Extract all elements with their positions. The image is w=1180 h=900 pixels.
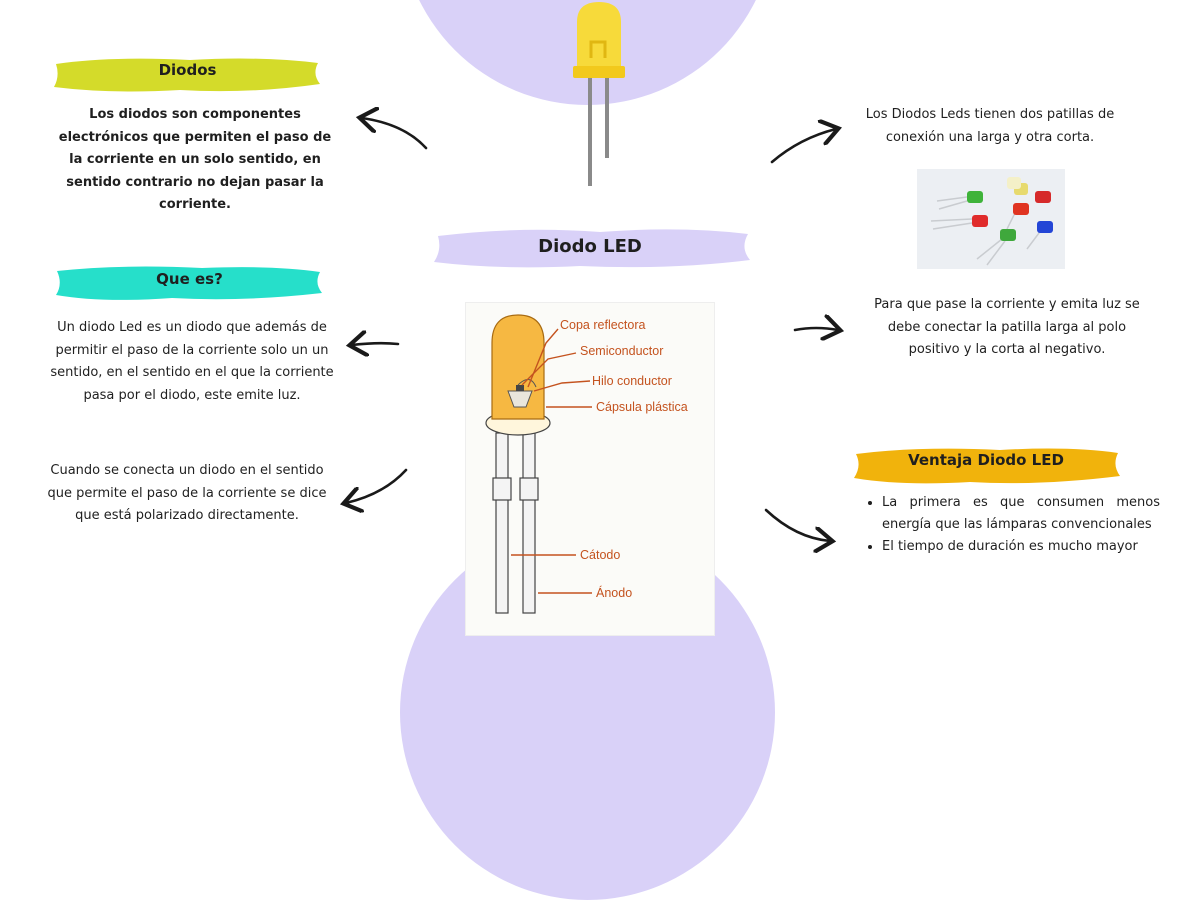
que-es-title: Que es?: [156, 270, 223, 288]
diodos-brush: [54, 58, 320, 92]
anode-leg: [522, 432, 536, 614]
label-catodo: Cátodo: [580, 548, 620, 562]
diodos-title: Diodos: [158, 61, 217, 79]
ventaja-title: Ventaja Diodo LED: [908, 451, 1064, 469]
ventaja-item: La primera es que consumen menos energía…: [882, 492, 1160, 536]
label-hilo: Hilo conductor: [592, 374, 672, 388]
patillas-text: Los Diodos Leds tienen dos patillas de c…: [865, 107, 1115, 145]
ventaja-item: El tiempo de duración es mucho mayor: [882, 536, 1160, 558]
que-es-brush: [56, 266, 322, 300]
label-copa: Copa reflectora: [560, 318, 646, 332]
label-anodo: Ánodo: [596, 585, 632, 600]
leds-photo: [917, 169, 1065, 269]
polarizado-text: Cuando se conecta un diodo en el sentido…: [47, 463, 327, 523]
label-capsula: Cápsula plástica: [596, 400, 688, 414]
arrow-to-patillas: [770, 129, 836, 164]
arrow-to-diodos: [362, 118, 428, 150]
catode-leg: [495, 432, 509, 614]
ventaja-brush: [854, 448, 1120, 484]
header-brush: [434, 229, 750, 268]
arrow-to-ventaja: [764, 508, 830, 541]
led-icon: [573, 2, 625, 186]
arrow-to-polarizado: [346, 468, 408, 503]
conexion-text: Para que pase la corriente y emita luz s…: [874, 297, 1140, 357]
led-diagram: Copa reflectora Semiconductor Hilo condu…: [465, 302, 715, 636]
arrow-to-que-es: [352, 343, 400, 345]
ventaja-list: La primera es que consumen menos energía…: [862, 492, 1160, 558]
page-title: Diodo LED: [538, 236, 642, 257]
arrow-to-conexion: [793, 328, 838, 330]
que-es-text: Un diodo Led es un diodo que además de p…: [50, 320, 334, 403]
label-semiconductor: Semiconductor: [580, 344, 663, 358]
diodos-text: Los diodos son componentes electrónicos …: [58, 107, 332, 212]
